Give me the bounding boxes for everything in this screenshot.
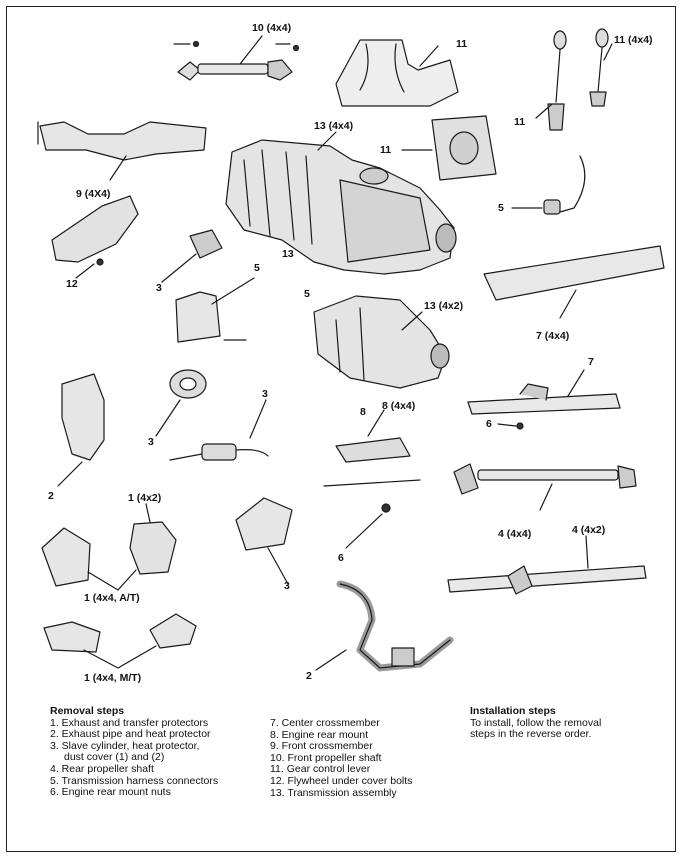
callout-rear-mount-nut: 6 bbox=[338, 552, 344, 564]
front-crossmember bbox=[37, 121, 207, 181]
removal-step-3-cont: dust cover (1) and (2) bbox=[64, 751, 165, 764]
removal-step-12: 12. Flywheel under cover bolts bbox=[270, 774, 413, 787]
callout-heat-protector: 3 bbox=[262, 388, 268, 400]
callout-mount-nut: 6 bbox=[486, 418, 492, 430]
engine-rear-mount-4x4 bbox=[323, 409, 421, 487]
callout-front-propeller-shaft-4x4: 10 (4x4) bbox=[252, 22, 292, 34]
harness-connector bbox=[511, 155, 586, 215]
gear-lever-plate bbox=[401, 115, 497, 181]
callout-transfer-protector-mt: 1 (4x4, M/T) bbox=[84, 672, 142, 684]
transmission-assembly-4x4 bbox=[225, 131, 457, 275]
rear-mount-nut bbox=[345, 503, 391, 549]
removal-step-10: 10. Front propeller shaft bbox=[270, 751, 382, 764]
removal-step-8: 8. Engine rear mount bbox=[270, 728, 369, 741]
transfer-protector-4x2 bbox=[129, 503, 177, 575]
removal-step-6: 6. Engine rear mount nuts bbox=[50, 786, 171, 799]
callout-transmission-bolt: 13 bbox=[282, 248, 294, 260]
callout-flywheel-cover: 12 bbox=[66, 278, 78, 290]
callout-rear-mount: 8 bbox=[360, 406, 366, 418]
heat-shield bbox=[235, 497, 293, 585]
exhaust-pipe bbox=[315, 580, 454, 672]
installation-steps: Installation steps To install, follow th… bbox=[470, 705, 602, 741]
slave-cylinder bbox=[169, 399, 269, 461]
removal-step-9: 9. Front crossmember bbox=[270, 740, 373, 753]
callout-gear-lever-4x4: 11 (4x4) bbox=[614, 34, 653, 46]
callout-heat-ring: 3 bbox=[148, 436, 154, 448]
flywheel-under-cover bbox=[51, 195, 139, 279]
callout-gear-boot: 11 bbox=[456, 38, 468, 50]
installation-heading: Installation steps bbox=[470, 705, 556, 717]
removal-step-4: 4. Rear propeller shaft bbox=[50, 762, 154, 775]
callout-bracket: 5 bbox=[254, 262, 260, 274]
callout-transmission-connector: 5 bbox=[304, 288, 310, 300]
removal-step-11: 11. Gear control lever bbox=[270, 763, 371, 776]
callout-exhaust-pipe: 2 bbox=[306, 670, 312, 682]
callout-gear-plate: 11 bbox=[380, 144, 392, 156]
callout-gear-lever: 11 bbox=[514, 116, 526, 128]
mount-nut bbox=[497, 422, 524, 430]
callout-heat-shield: 3 bbox=[284, 580, 290, 592]
callout-rear-propeller-4x2: 4 (4x2) bbox=[572, 524, 606, 536]
callout-transfer-protector-at: 1 (4x4, A/T) bbox=[84, 592, 140, 604]
callout-harness-connector: 5 bbox=[498, 202, 504, 214]
removal-step-7: 7. Center crossmember bbox=[270, 717, 380, 729]
removal-heading: Removal steps bbox=[50, 705, 125, 717]
front-propeller-shaft bbox=[173, 35, 300, 81]
exhaust-protector bbox=[57, 373, 105, 487]
installation-line-2: steps in the reverse order. bbox=[470, 728, 592, 741]
callout-front-crossmember: 9 (4X4) bbox=[76, 188, 111, 200]
center-crossmember bbox=[467, 369, 621, 415]
callout-center-crossmember: 7 bbox=[588, 356, 594, 368]
callout-transfer-protector-4x2: 1 (4x2) bbox=[128, 492, 162, 504]
heat-protector-ring bbox=[155, 369, 207, 437]
callout-rear-mount-4x4: 8 (4x4) bbox=[382, 400, 416, 412]
transfer-protector-mt bbox=[43, 613, 197, 669]
callout-slave-cylinder-a: 3 bbox=[156, 282, 162, 294]
removal-step-5: 5. Transmission harness connectors bbox=[50, 774, 219, 787]
callout-transmission-4x2: 13 (4x2) bbox=[424, 300, 464, 312]
removal-step-3: 3. Slave cylinder, heat protector, bbox=[50, 739, 200, 752]
gear-lever-boot bbox=[335, 39, 459, 107]
callout-exhaust-protector: 2 bbox=[48, 490, 54, 502]
callout-rear-propeller-4x4: 4 (4x4) bbox=[498, 528, 532, 540]
removal-step-2: 2. Exhaust pipe and heat protector bbox=[50, 728, 211, 741]
rear-propeller-shaft-4x4 bbox=[453, 463, 637, 511]
transfer-protector-at bbox=[41, 527, 137, 591]
center-crossmember-4x4 bbox=[483, 245, 665, 319]
installation-line-1: To install, follow the removal bbox=[470, 716, 602, 729]
slave-cylinder-bracket bbox=[161, 229, 223, 283]
removal-step-1: 1. Exhaust and transfer protectors bbox=[50, 716, 209, 729]
rear-propeller-shaft-4x2 bbox=[447, 535, 647, 595]
removal-step-13: 13. Transmission assembly bbox=[270, 786, 397, 799]
removal-steps-right: 7. Center crossmember 8. Engine rear mou… bbox=[270, 717, 413, 799]
transmission-bracket bbox=[175, 277, 255, 343]
gear-control-lever bbox=[535, 28, 613, 131]
callout-center-crossmember-4x4: 7 (4x4) bbox=[536, 330, 570, 342]
callout-transmission-4x4: 13 (4x4) bbox=[314, 120, 354, 132]
transmission-assembly-4x2 bbox=[313, 295, 450, 389]
removal-steps-left: Removal steps 1. Exhaust and transfer pr… bbox=[50, 705, 219, 799]
